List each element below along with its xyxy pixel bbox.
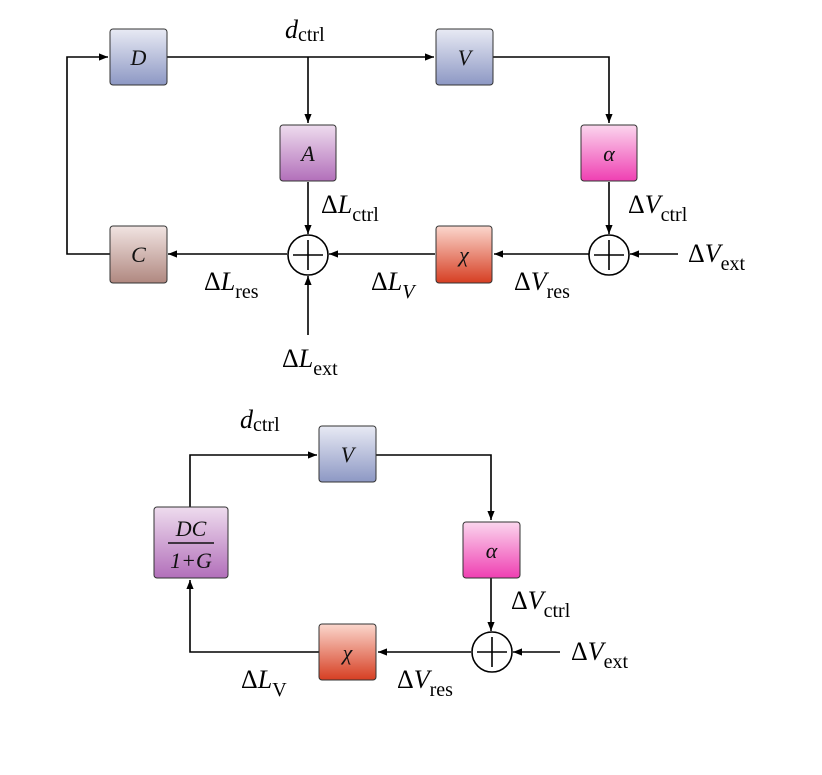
label-dL-ext: ΔLext	[282, 344, 338, 380]
label-d-ctrl: dctrl	[285, 15, 325, 46]
block-alpha-bottom-label: α	[486, 538, 498, 563]
label-dV-ext-bottom: ΔVext	[571, 637, 629, 673]
block-V-bottom: V	[318, 425, 377, 483]
sum-junction-right	[588, 234, 630, 276]
line-chi-to-frac	[186, 580, 319, 653]
line-V-to-alpha	[493, 56, 613, 123]
block-D-label: D	[130, 45, 147, 70]
label-dL-res: ΔLres	[204, 267, 259, 303]
line-feedback-to-D	[66, 53, 110, 255]
top-connections	[66, 53, 678, 335]
label-dV-res: ΔVres	[514, 267, 570, 303]
block-chi-bottom: χ	[318, 623, 377, 681]
bottom-connections	[186, 451, 560, 656]
label-dL-V-bottom: ΔLV	[241, 665, 287, 701]
sum-junction-bottom	[471, 631, 513, 673]
sum-junction-left	[287, 234, 329, 276]
block-A-label: A	[299, 141, 315, 166]
block-V-bottom-label: V	[341, 442, 357, 467]
block-chi-bottom-label: χ	[341, 640, 354, 665]
block-alpha-label: α	[603, 141, 615, 166]
block-D: D	[109, 28, 168, 86]
bottom-diagram: DC 1+G V α χ dctrl ΔVctrl ΔVext ΔVres ΔL…	[153, 405, 629, 701]
block-alpha-bottom: α	[462, 521, 521, 579]
block-chi: χ	[435, 225, 493, 284]
label-dL-V: ΔLV	[371, 267, 417, 303]
frac-denominator: 1+G	[170, 548, 212, 573]
block-C-label: C	[131, 242, 146, 267]
label-dV-ctrl-bottom: ΔVctrl	[511, 586, 571, 622]
line-V-to-alpha-b	[376, 454, 495, 520]
label-dV-ext: ΔVext	[688, 239, 746, 275]
block-V: V	[435, 28, 494, 86]
frac-numerator: DC	[175, 516, 207, 541]
label-dV-ctrl: ΔVctrl	[628, 190, 688, 226]
block-C: C	[109, 225, 168, 284]
block-alpha: α	[580, 124, 638, 182]
top-diagram: D V A α C χ dctr	[66, 15, 746, 380]
line-frac-to-V	[189, 451, 317, 507]
block-frac: DC 1+G	[153, 506, 229, 579]
block-A: A	[279, 124, 337, 182]
label-d-ctrl-bottom: dctrl	[240, 405, 280, 436]
label-dL-ctrl: ΔLctrl	[321, 190, 379, 226]
block-V-label: V	[458, 45, 474, 70]
label-dV-res-bottom: ΔVres	[397, 665, 453, 701]
block-chi-label: χ	[457, 242, 470, 267]
